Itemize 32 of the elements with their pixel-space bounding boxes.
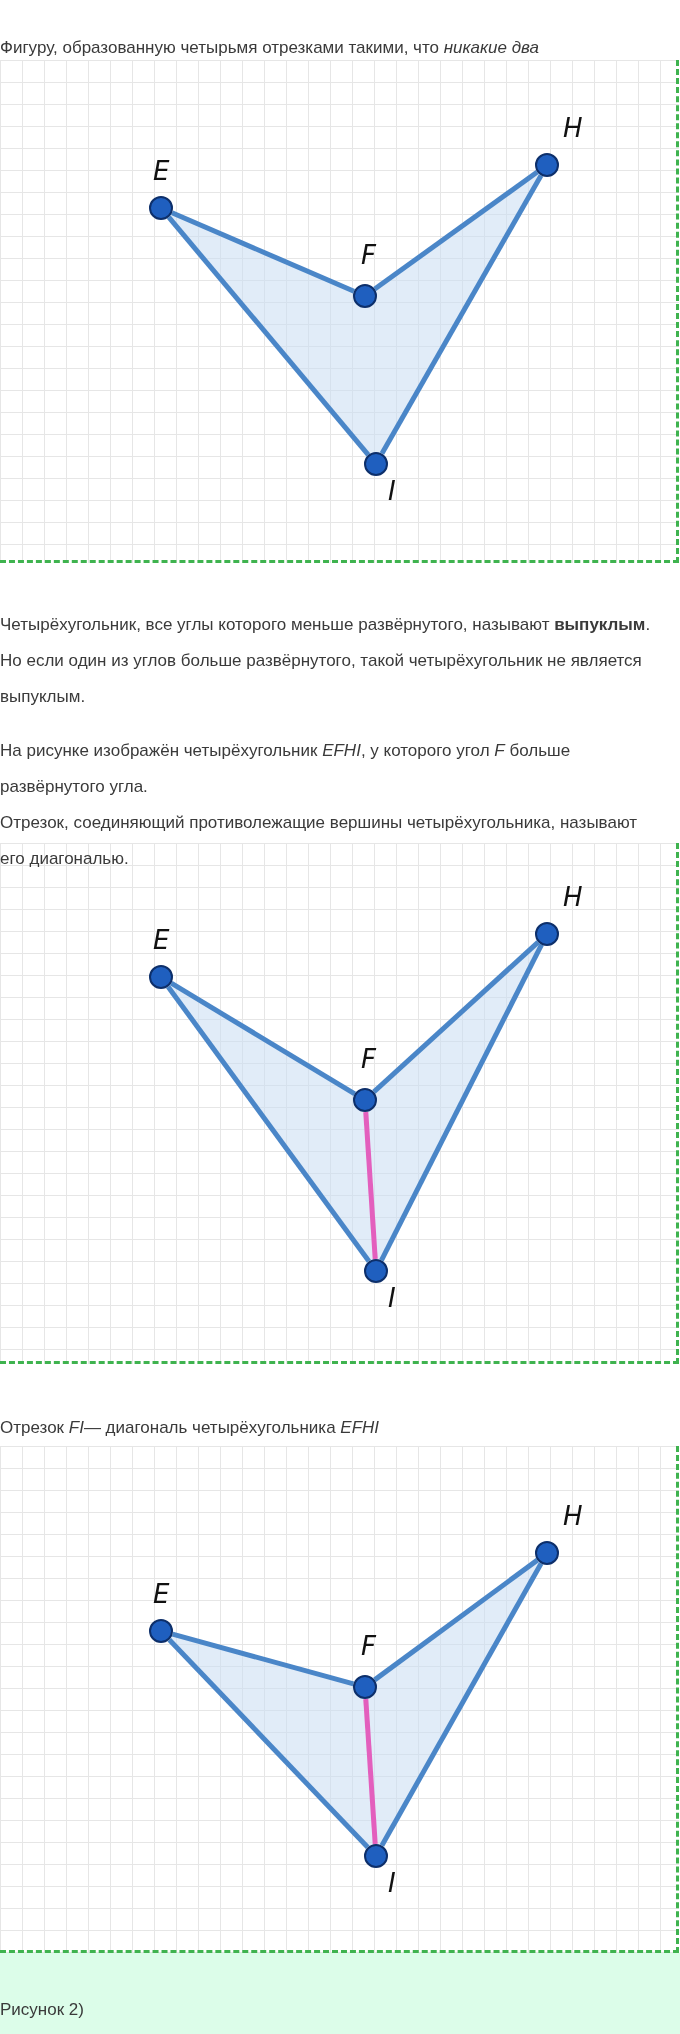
vertex-label: F xyxy=(361,1046,376,1072)
segment-line xyxy=(379,943,544,1262)
segment-line xyxy=(379,1562,544,1847)
paragraph-text: Отрезок FI— диагональ четырёхугольника EFHI xyxy=(0,1417,381,1439)
segment-line xyxy=(170,981,356,1096)
vertex-label: E xyxy=(153,158,170,184)
segment-line xyxy=(373,1558,539,1682)
paragraph-text: Отрезок, соединяющий противолежащие вершины четырёхугольника, называют его диагональю. xyxy=(0,812,639,870)
diagonal-line xyxy=(363,1111,378,1260)
vertex-label: F xyxy=(361,1633,376,1659)
diagonal-line xyxy=(363,1698,378,1845)
vertex-label: I xyxy=(388,478,396,504)
segment-line xyxy=(372,940,540,1094)
segment-line xyxy=(171,210,355,294)
segment-line xyxy=(166,215,371,457)
paragraph-text: Фигуру, образованную четырьмя отрезками такими, что никакие два xyxy=(0,37,541,59)
vertex-label: I xyxy=(388,1870,396,1896)
vertex-label: F xyxy=(361,242,376,268)
paragraph-text: Четырёхугольник, все углы которого меньше развёрнутого, называют выпуклым. Но если один из углов больше развёрнутого, такой четырёхугольник не является выпуклым. xyxy=(0,614,652,708)
paragraph-text: На рисунке изображён четырёхугольник EFHI, у которого угол F больше развёрнутого угла. xyxy=(0,740,572,798)
figure-caption: Рисунок 2) xyxy=(0,2000,84,2020)
vertex-label: E xyxy=(153,1581,170,1607)
segment-line xyxy=(167,1637,370,1850)
segment-line xyxy=(379,174,544,455)
vertex-label: I xyxy=(388,1285,396,1311)
segment-line xyxy=(166,985,371,1263)
vertex-label: H xyxy=(563,1503,583,1529)
segment-line xyxy=(373,170,539,291)
vertex-label: H xyxy=(563,115,583,141)
vertex-label: H xyxy=(563,884,583,910)
segment-line xyxy=(171,1631,355,1687)
vertex-label: E xyxy=(153,927,170,953)
